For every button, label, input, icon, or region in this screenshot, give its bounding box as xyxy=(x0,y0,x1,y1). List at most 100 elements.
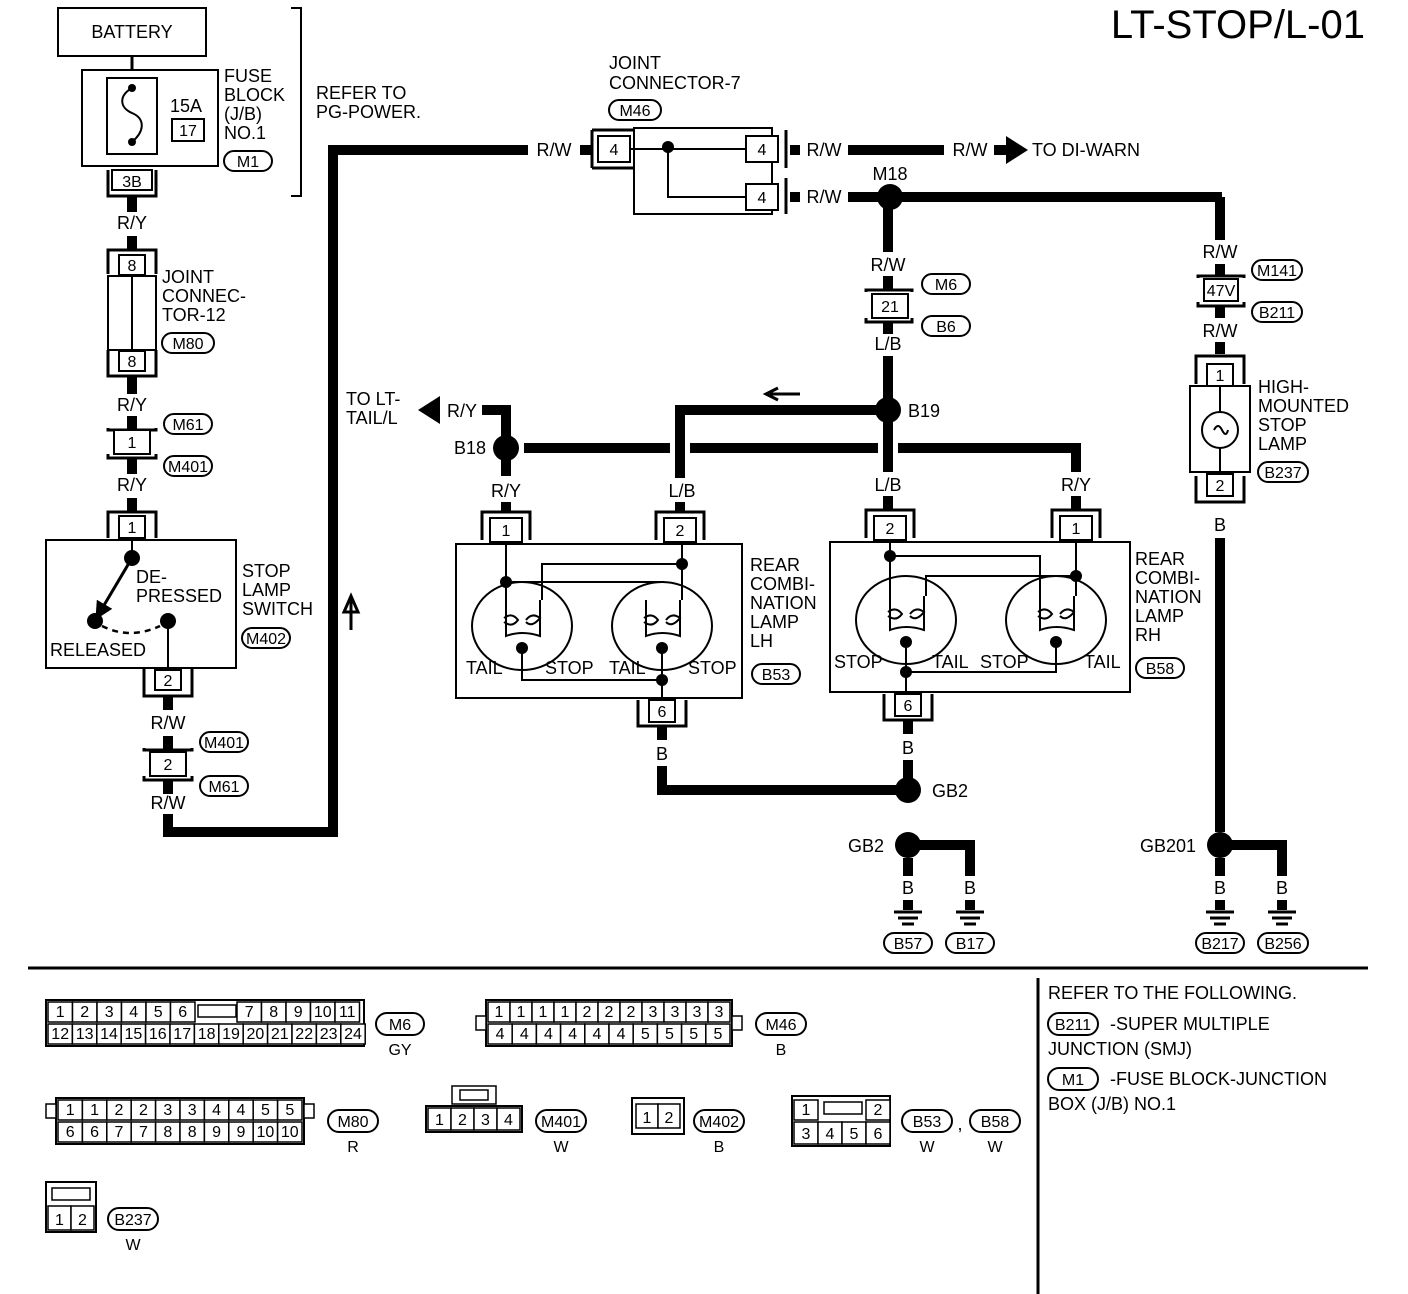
pin-number: 7 xyxy=(115,1124,124,1141)
svg-text:R/Y: R/Y xyxy=(117,395,147,415)
conn-code-m6: M6 xyxy=(935,277,957,294)
svg-text:B: B xyxy=(902,738,914,758)
refer-following: REFER TO THE FOLLOWING. xyxy=(1048,983,1297,1003)
pin-number: 1 xyxy=(55,1212,64,1229)
fuse-icon xyxy=(121,87,143,143)
svg-text:B: B xyxy=(964,878,976,898)
pin-number: 6 xyxy=(66,1124,75,1141)
pin-number: 9 xyxy=(294,1004,303,1021)
pin-number: 2 xyxy=(605,1004,614,1021)
smj-note: -SUPER MULTIPLE JUNCTION (SMJ) xyxy=(1048,1014,1275,1059)
pin-number: 4 xyxy=(826,1126,835,1143)
junction-gb2-b xyxy=(895,832,921,858)
pin-number: 3 xyxy=(188,1102,197,1119)
svg-text:M401: M401 xyxy=(541,1114,581,1131)
pin-number: 5 xyxy=(261,1102,270,1119)
svg-text:B: B xyxy=(1214,878,1226,898)
pin-number: 1 xyxy=(56,1004,65,1021)
pin-cell xyxy=(705,1023,731,1045)
pin-number: 2 xyxy=(874,1102,883,1119)
pin-number: 9 xyxy=(212,1124,221,1141)
depressed-label: DE- PRESSED xyxy=(136,567,222,606)
svg-text:L/B: L/B xyxy=(874,334,901,354)
conn-code-b256: B256 xyxy=(1264,936,1301,953)
svg-text:2: 2 xyxy=(886,521,895,538)
svg-text:M402: M402 xyxy=(699,1114,739,1131)
conn-code-m402: M402 xyxy=(246,631,286,648)
conn-code-b58: B58 xyxy=(1146,661,1175,678)
svg-text:2: 2 xyxy=(1216,478,1225,495)
svg-text:6: 6 xyxy=(658,704,667,721)
svg-text:M1: M1 xyxy=(1062,1072,1084,1089)
ground-icon xyxy=(1206,910,1234,926)
svg-text:R/Y: R/Y xyxy=(447,401,477,421)
svg-text:M61: M61 xyxy=(208,779,239,796)
pin-cell xyxy=(340,1023,366,1045)
wire-rw-main xyxy=(163,145,528,837)
pin-number: 2 xyxy=(665,1110,674,1127)
pin-number: 5 xyxy=(641,1026,650,1043)
pin-cell xyxy=(169,1001,196,1023)
svg-text:21: 21 xyxy=(881,299,899,316)
conn-code-b237: B237 xyxy=(1264,465,1301,482)
svg-text:R/Y: R/Y xyxy=(1061,475,1091,495)
pin-number: 1 xyxy=(643,1110,652,1127)
conn-code-b6: B6 xyxy=(936,319,956,336)
svg-text:STOP: STOP xyxy=(834,652,883,672)
pin-number: 3 xyxy=(163,1102,172,1119)
pin-number: 9 xyxy=(237,1124,246,1141)
pin-cell xyxy=(334,1001,361,1023)
svg-text:W: W xyxy=(919,1139,935,1156)
svg-text:M46: M46 xyxy=(765,1017,796,1034)
svg-text:B: B xyxy=(1276,878,1288,898)
conn-code-m1: M1 xyxy=(237,154,259,171)
pin-number: 2 xyxy=(80,1004,89,1021)
pin-number: 2 xyxy=(139,1102,148,1119)
conn-code-m401: M401 xyxy=(168,459,208,476)
svg-text:1: 1 xyxy=(128,435,137,452)
svg-text:M18: M18 xyxy=(872,164,907,184)
high-mount-label: HIGH- MOUNTED STOP LAMP xyxy=(1258,377,1354,454)
svg-text:R/W: R/W xyxy=(151,713,186,733)
pin-number: 1 xyxy=(90,1102,99,1119)
svg-text:1: 1 xyxy=(502,523,511,540)
fuse-number: 17 xyxy=(179,123,197,140)
pin-number: 5 xyxy=(850,1126,859,1143)
svg-text:4: 4 xyxy=(758,142,767,159)
to-lt-tail: TO LT- TAIL/L xyxy=(346,389,405,428)
pin-cell xyxy=(707,1001,731,1023)
svg-text:8: 8 xyxy=(128,258,137,275)
pin-number: 22 xyxy=(295,1026,313,1043)
pin-number: 3 xyxy=(649,1004,658,1021)
pin-number: 2 xyxy=(583,1004,592,1021)
conn-code-b17: B17 xyxy=(956,936,985,953)
pin-number: 3 xyxy=(802,1126,811,1143)
pin-cell xyxy=(865,1099,891,1121)
conn-code-m61: M61 xyxy=(172,417,203,434)
svg-text:1: 1 xyxy=(1216,368,1225,385)
svg-text:B: B xyxy=(902,878,914,898)
fuse-holder xyxy=(106,77,158,155)
fuse-rating: 15A xyxy=(170,96,202,116)
pin-number: 15 xyxy=(125,1026,143,1043)
pin-number: 14 xyxy=(100,1026,118,1043)
svg-text:1: 1 xyxy=(128,520,137,537)
conn-code-b211: B211 xyxy=(1259,305,1295,322)
junction-b18 xyxy=(493,435,519,461)
pin-number: 8 xyxy=(269,1004,278,1021)
pin-number: 1 xyxy=(495,1004,504,1021)
svg-text:GB2: GB2 xyxy=(932,781,968,801)
svg-text:TAIL: TAIL xyxy=(466,658,503,678)
svg-text:R/W: R/W xyxy=(807,140,842,160)
junction-gb201 xyxy=(1207,832,1233,858)
bracket xyxy=(291,7,302,197)
rear-lamp-lh-label: REAR COMBI- NATION LAMP LH xyxy=(750,555,822,651)
svg-text:R/W: R/W xyxy=(1203,242,1238,262)
svg-text:,: , xyxy=(957,1114,962,1134)
svg-text:W: W xyxy=(987,1139,1003,1156)
to-di-warn: TO DI-WARN xyxy=(1032,140,1140,160)
